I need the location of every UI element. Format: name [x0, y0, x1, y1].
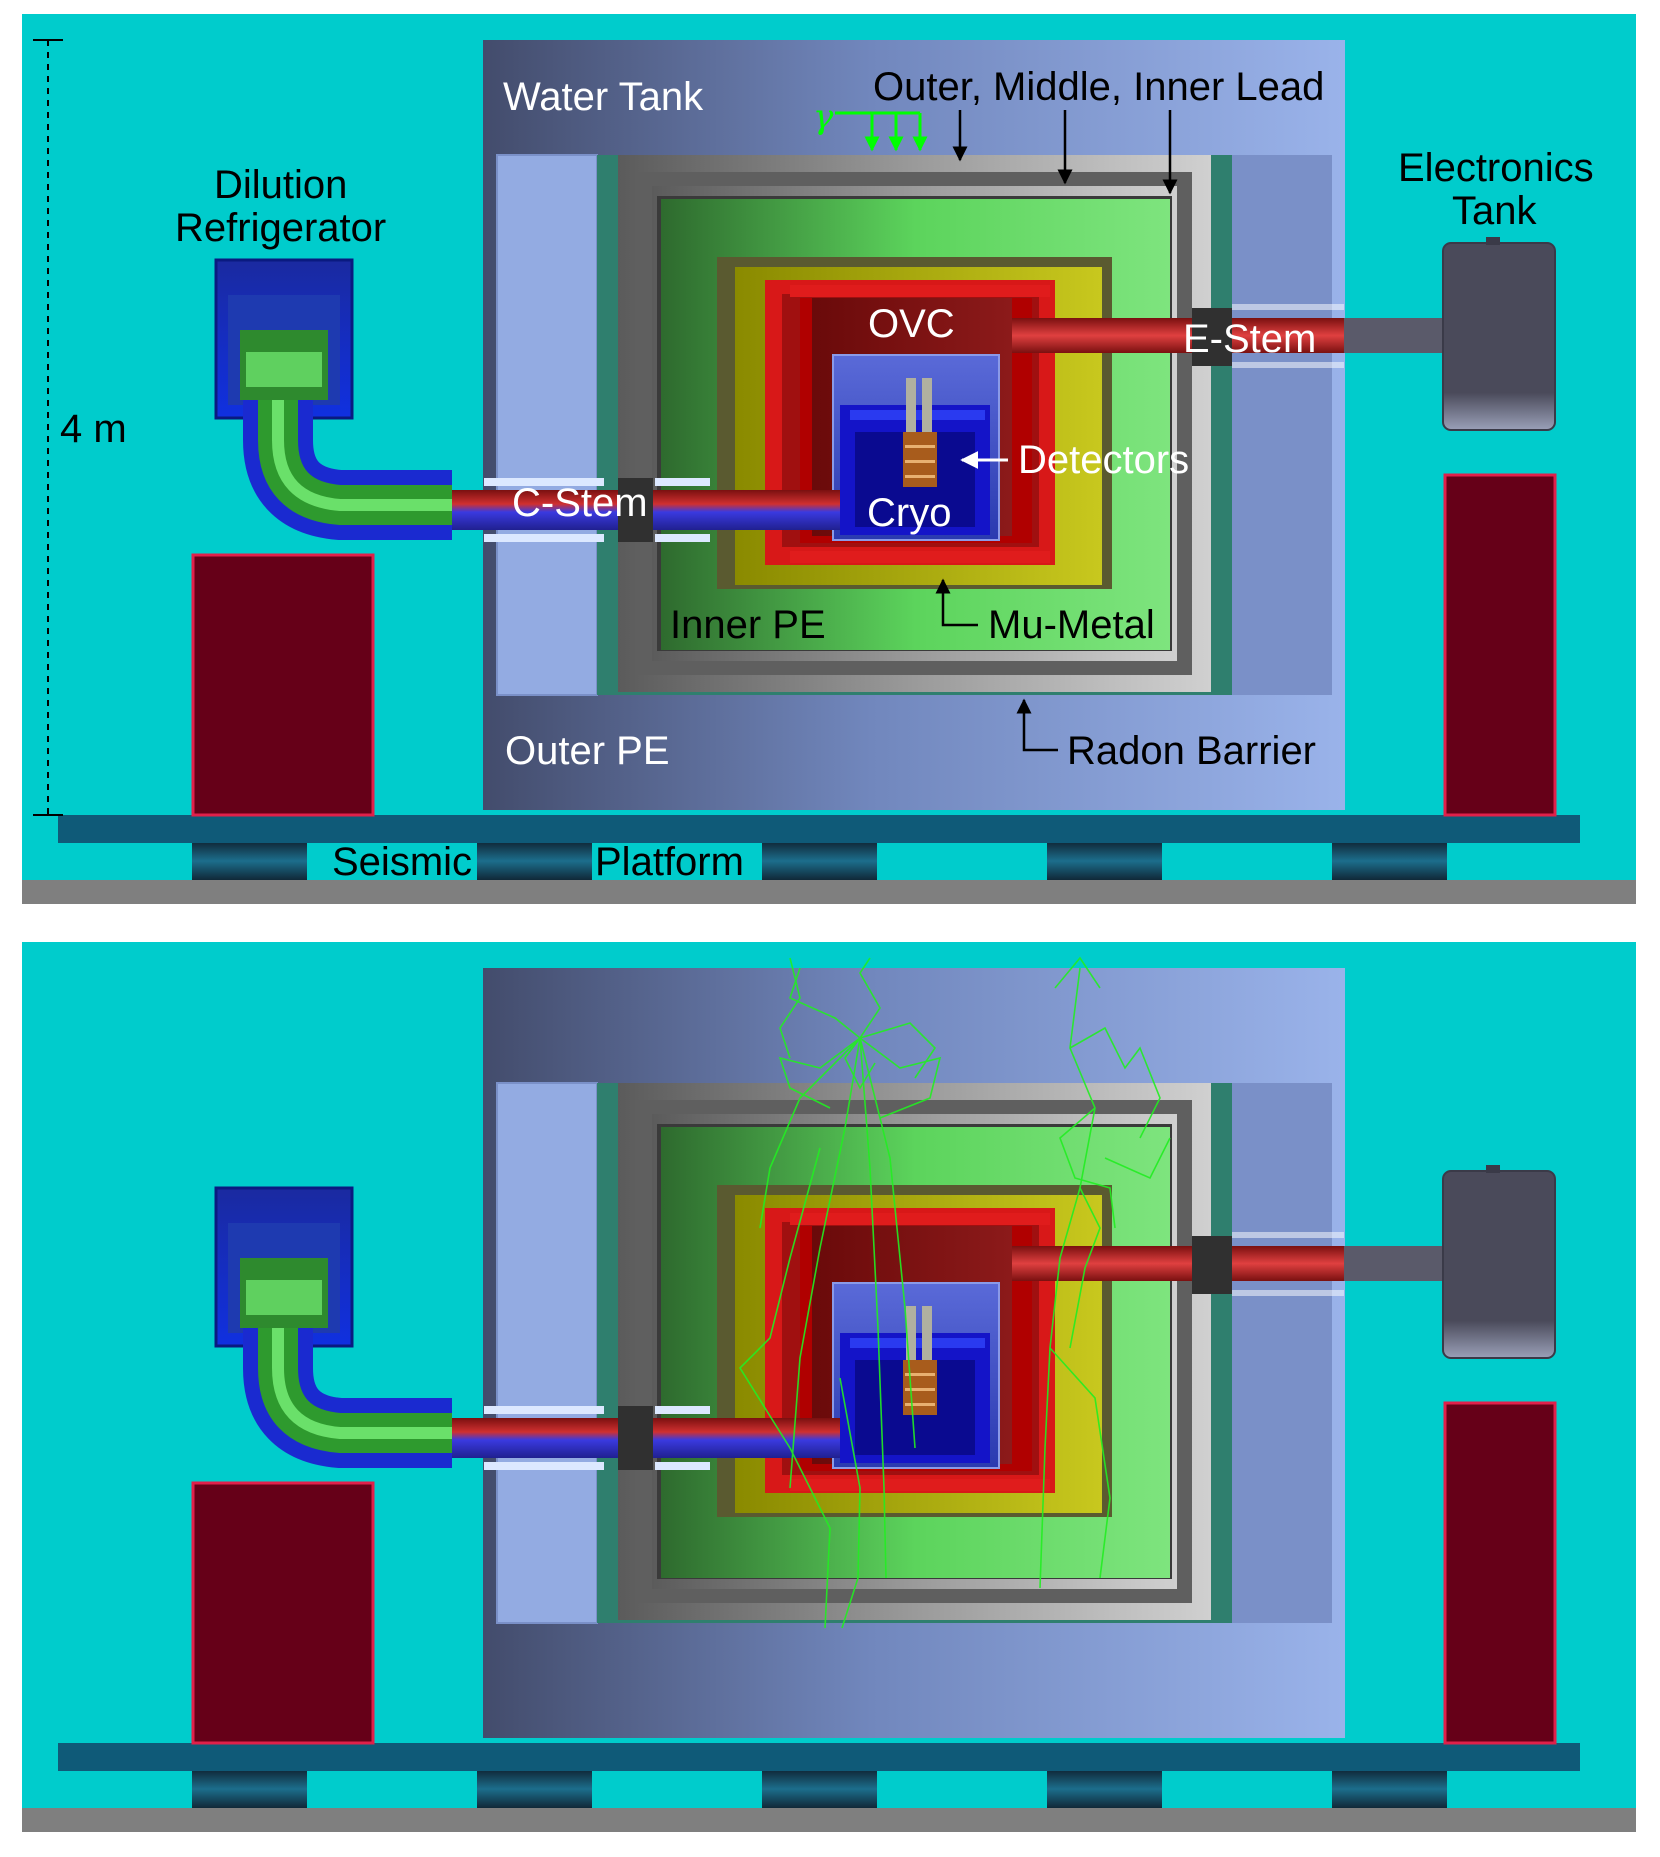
inner-pe-label: Inner PE: [670, 603, 826, 647]
top-panel: 4 m Water Tank Outer, Middle, Inner Lead…: [22, 14, 1636, 904]
seismic-label: Seismic: [332, 840, 472, 884]
scale-label: 4 m: [60, 407, 127, 451]
bottom-panel: [22, 942, 1636, 1832]
detectors-label: Detectors: [1018, 438, 1189, 482]
lead-label: Outer, Middle, Inner Lead: [873, 65, 1324, 109]
electronics-tank-label-line2: Tank: [1452, 189, 1537, 233]
particle-tracks: [738, 956, 1171, 1629]
cryo-label: Cryo: [867, 491, 951, 535]
platform-label: Platform: [595, 840, 744, 884]
electronics-tank-label-line1: Electronics: [1398, 146, 1594, 190]
c-stem-label: C-Stem: [512, 481, 648, 525]
ovc-label: OVC: [868, 302, 955, 346]
mu-metal-label: Mu-Metal: [988, 603, 1155, 647]
e-stem-label: E-Stem: [1183, 317, 1316, 361]
outer-pe-label: Outer PE: [505, 729, 670, 773]
radon-barrier-arrow: [1016, 698, 1058, 752]
dilution-refrigerator-label-line2: Refrigerator: [175, 206, 386, 250]
radon-barrier-label: Radon Barrier: [1067, 729, 1316, 773]
lead-arrows: [952, 110, 1178, 195]
mu-metal-arrow: [935, 578, 978, 627]
gamma-arrows: [835, 111, 928, 152]
water-tank-label: Water Tank: [503, 75, 704, 119]
gamma-label: γ: [813, 97, 834, 137]
dilution-refrigerator-label-line1: Dilution: [214, 163, 347, 207]
